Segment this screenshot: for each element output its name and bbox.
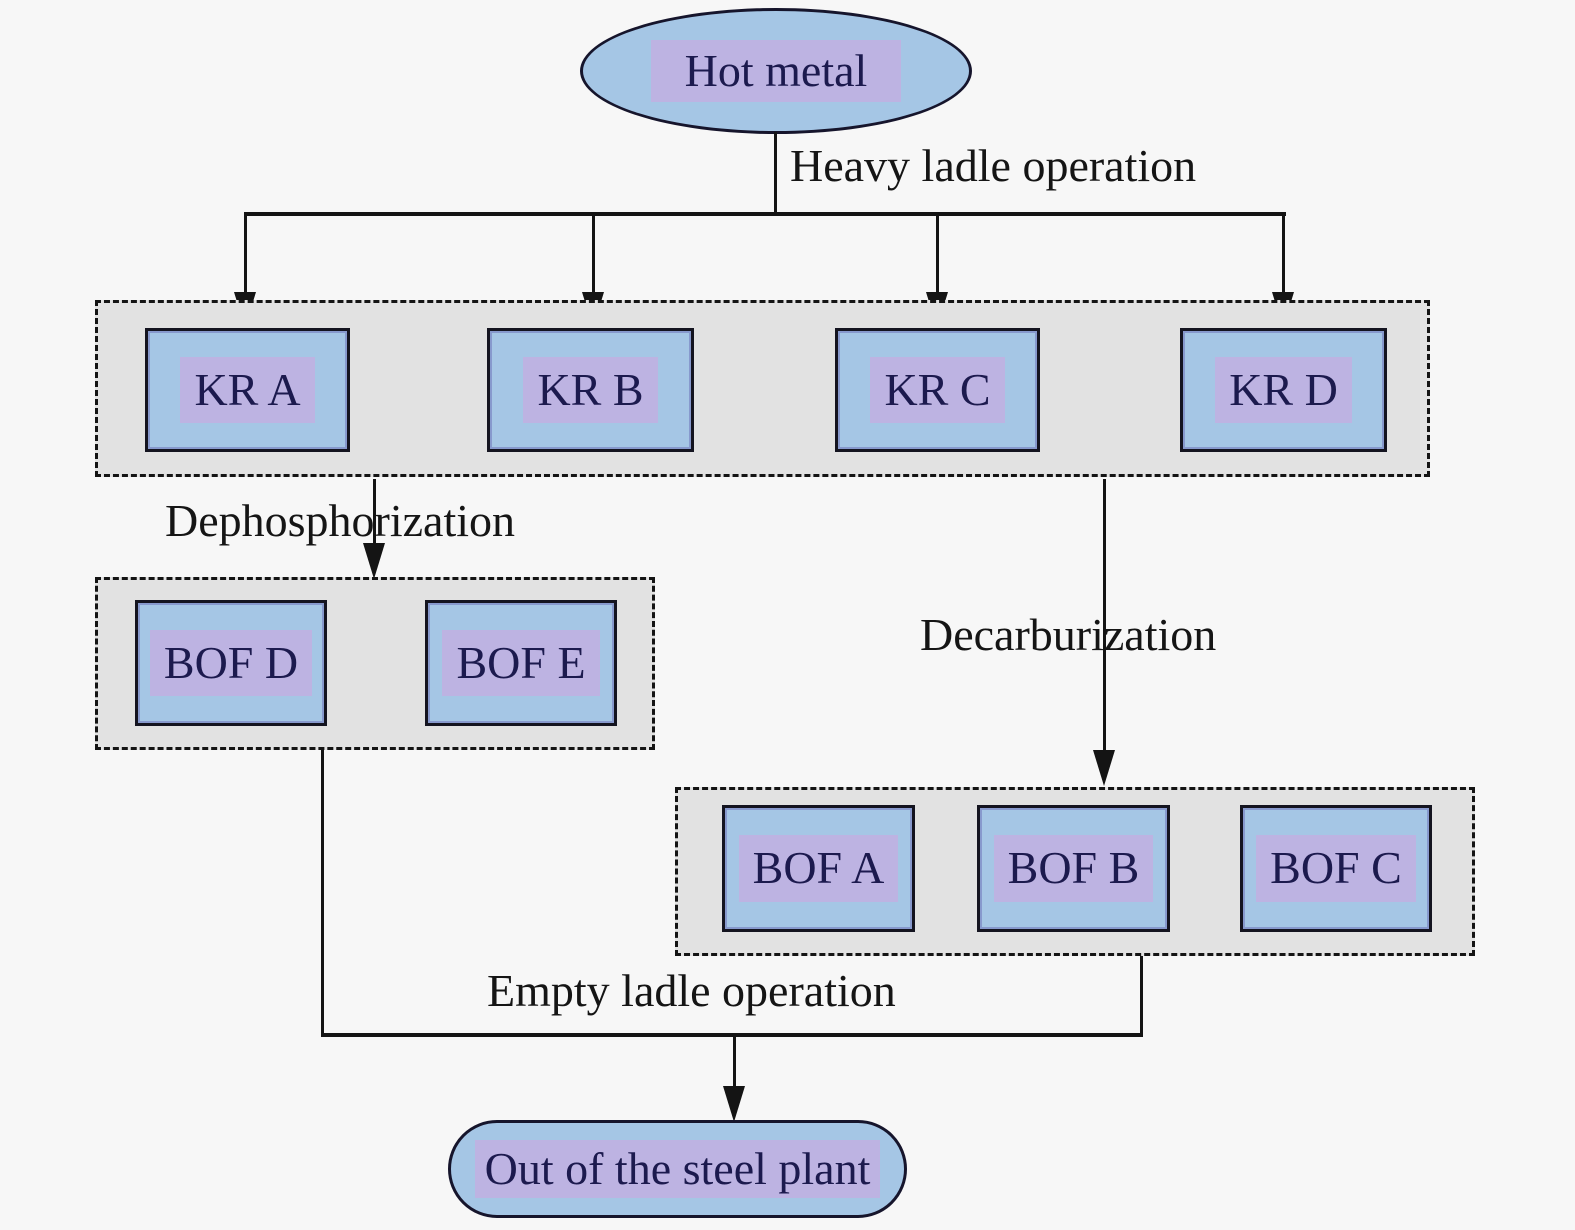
- connector-exit-merge-line: [321, 1033, 1143, 1037]
- bof-a-label: BOF A: [738, 835, 899, 902]
- kr-c-label: KR C: [870, 356, 1005, 424]
- bof-b-label: BOF B: [993, 835, 1154, 902]
- arrowhead-decarb-icon: [1093, 750, 1115, 786]
- connector-dephos: [373, 479, 376, 549]
- bof-e-box: BOF E: [425, 600, 617, 726]
- bof-d-box: BOF D: [135, 600, 327, 726]
- kr-a-label: KR A: [180, 356, 315, 424]
- connector-hotmetal-stub: [774, 132, 777, 214]
- kr-d-box: KR D: [1180, 328, 1387, 452]
- connector-kr-c: [936, 214, 939, 294]
- out-of-steel-plant-node: Out of the steel plant: [448, 1120, 907, 1218]
- dephosphorization-label: Dephosphorization: [165, 495, 516, 546]
- heavy-ladle-operation-label: Heavy ladle operation: [790, 140, 1197, 191]
- hot-metal-node: Hot metal: [580, 8, 972, 134]
- hot-metal-label: Hot metal: [650, 39, 902, 103]
- kr-c-box: KR C: [835, 328, 1040, 452]
- bof-c-label: BOF C: [1256, 835, 1416, 902]
- connector-kr-a: [244, 214, 247, 294]
- connector-kr-b: [592, 214, 595, 294]
- connector-kr-d: [1282, 214, 1285, 294]
- connector-exit-left: [321, 750, 324, 1037]
- out-of-steel-plant-label: Out of the steel plant: [474, 1139, 881, 1199]
- connector-distribution-line: [244, 212, 1286, 216]
- arrowhead-exit-icon: [723, 1086, 745, 1122]
- bof-a-box: BOF A: [722, 805, 915, 932]
- kr-d-label: KR D: [1215, 356, 1352, 424]
- arrowhead-dephos-icon: [363, 543, 385, 579]
- bof-b-box: BOF B: [977, 805, 1170, 932]
- kr-b-label: KR B: [523, 356, 658, 424]
- decarburization-label: Decarburization: [920, 609, 1217, 660]
- kr-b-box: KR B: [487, 328, 694, 452]
- connector-exit-down: [733, 1037, 736, 1089]
- bof-e-label: BOF E: [442, 629, 600, 697]
- bof-d-label: BOF D: [149, 629, 313, 697]
- kr-a-box: KR A: [145, 328, 350, 452]
- empty-ladle-operation-label: Empty ladle operation: [487, 965, 896, 1016]
- connector-decarb: [1103, 479, 1106, 752]
- connector-exit-right: [1140, 956, 1143, 1037]
- bof-c-box: BOF C: [1240, 805, 1432, 932]
